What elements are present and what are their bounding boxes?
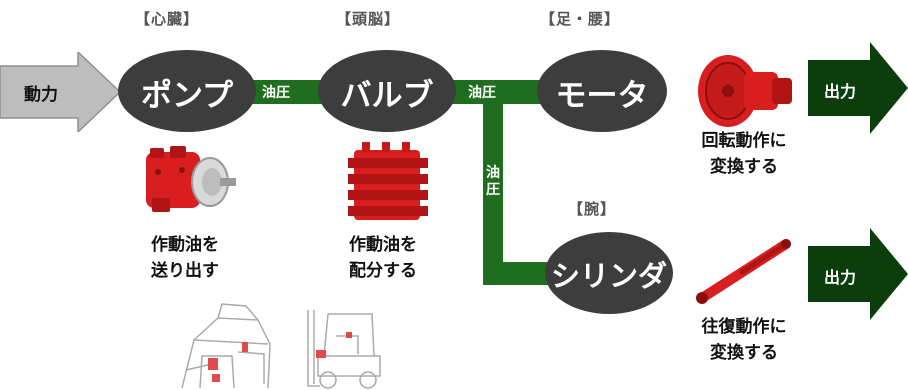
pipe-vertical [483, 80, 503, 285]
pipe-label-valve-motor: 油圧 [468, 85, 496, 101]
pump-caption: 作動油を 送り出す [125, 232, 245, 284]
hydraulic-motor-icon [698, 55, 792, 127]
motor-label: モータ [555, 78, 649, 114]
motor-caption-line-1: 回転動作に [701, 131, 787, 151]
valve-node [318, 50, 456, 132]
role-legs: 【足・腰】 [540, 10, 621, 28]
pump-caption-line-1: 作動油を [151, 235, 219, 255]
cylinder-caption: 往復動作に 変換する [676, 314, 812, 366]
hydraulic-cylinder-icon [696, 239, 791, 304]
motor-caption-line-2: 変換する [710, 157, 778, 177]
output-arrow-top-label: 出力 [824, 82, 857, 101]
role-brain: 【頭脳】 [336, 10, 401, 28]
pump-label: ポンプ [140, 78, 234, 114]
cylinder-caption-line-2: 変換する [710, 343, 778, 363]
hydraulic-pump-icon [146, 146, 236, 212]
output-arrow-top [808, 42, 908, 134]
valve-label: バルブ [340, 78, 434, 114]
motor-caption: 回転動作に 変換する [676, 128, 812, 180]
forklift-icon [307, 310, 381, 389]
pump-node [118, 50, 256, 132]
input-arrow-label: 動力 [24, 85, 58, 105]
motor-node [537, 50, 667, 132]
output-arrow-bottom-label: 出力 [824, 268, 857, 287]
output-arrow-bottom [808, 228, 908, 320]
cylinder-caption-line-1: 往復動作に [701, 317, 787, 337]
valve-caption-line-2: 配分する [349, 261, 417, 281]
valve-caption: 作動油を 配分する [323, 232, 443, 284]
role-heart: 【心臓】 [135, 10, 200, 28]
input-arrow [0, 52, 122, 132]
valve-caption-line-1: 作動油を [349, 235, 417, 255]
harvester-icon [181, 303, 271, 389]
cylinder-node [545, 232, 673, 314]
pipe-to-cylinder [483, 262, 563, 285]
pipe-label-pump-valve: 油圧 [262, 85, 290, 101]
pump-caption-line-2: 送り出す [151, 261, 219, 281]
control-valve-icon [348, 142, 428, 220]
pipe-label-vertical: 油 圧 [486, 165, 500, 198]
role-arm: 【腕】 [568, 200, 617, 218]
cylinder-label: シリンダ [550, 259, 667, 293]
